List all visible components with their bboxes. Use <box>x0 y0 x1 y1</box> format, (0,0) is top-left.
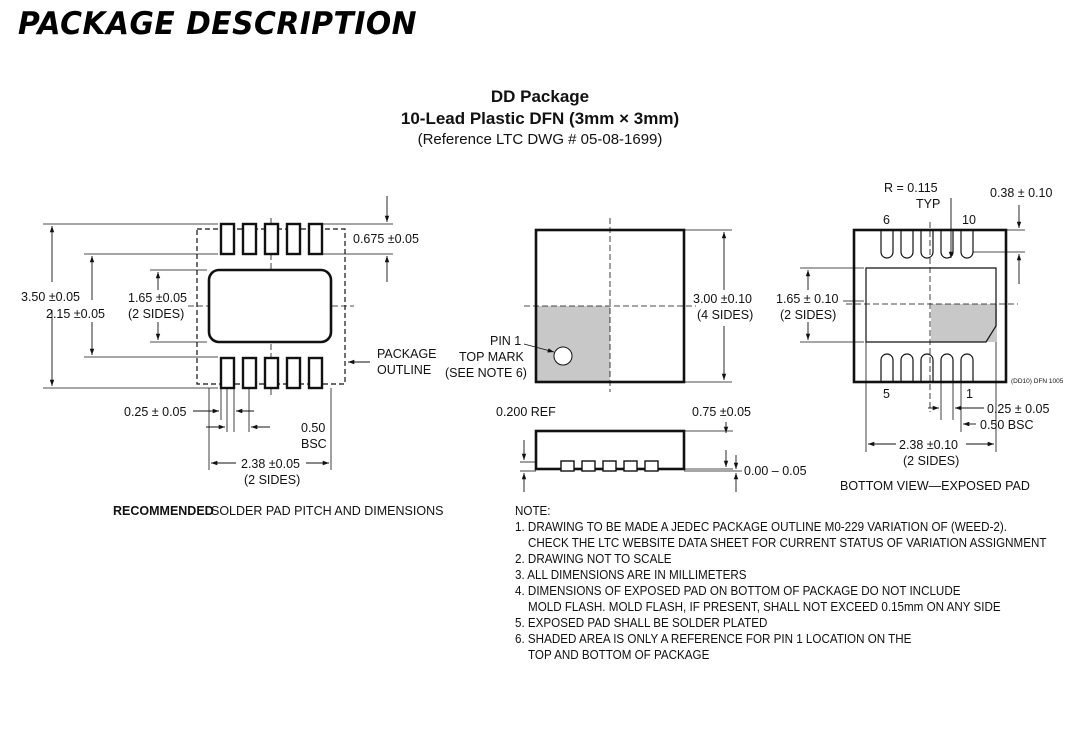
dim-height: 0.75 ±0.05 <box>692 405 751 419</box>
bottom-view-diagram <box>800 198 1025 452</box>
solder-pad <box>285 356 302 390</box>
note-line: 3. ALL DIMENSIONS ARE IN MILLIMETERS <box>515 568 747 582</box>
solder-pad <box>219 356 236 390</box>
pin1-top-mark: TOP MARK <box>459 350 524 364</box>
package-type: 10-Lead Plastic DFN (3mm × 3mm) <box>400 109 680 128</box>
solder-pad <box>263 222 280 256</box>
note-line: 4. DIMENSIONS OF EXPOSED PAD ON BOTTOM O… <box>515 584 961 598</box>
dim-standoff: 0.00 – 0.05 <box>744 464 807 478</box>
package-bottom-outline <box>852 228 1008 384</box>
thermal-pad <box>207 268 333 344</box>
dim-span: 2.38 ±0.05 <box>241 457 300 471</box>
dim-bottom-span: 2.38 ±0.10 <box>899 438 958 452</box>
pin1-mark <box>553 346 573 366</box>
dim-ref: 0.200 REF <box>496 405 556 419</box>
dim-lead-width: 0.25 ± 0.05 <box>124 405 187 419</box>
caption-recommended: RECOMMENDED <box>113 504 214 518</box>
notes: NOTE: 1. DRAWING TO BE MADE A JEDEC PACK… <box>515 503 1047 663</box>
solder-pad-labels: 3.50 ±0.05 2.15 ±0.05 1.65 ±0.05 (2 SIDE… <box>21 232 443 518</box>
solder-pad <box>241 222 258 256</box>
solder-pad <box>241 356 258 390</box>
dim-package-size: 3.00 ±0.10 <box>693 292 752 306</box>
dim-lead-length: 0.675 ±0.05 <box>353 232 419 246</box>
dim-span-sides: (2 SIDES) <box>244 473 300 487</box>
dim-pitch-bsc: BSC <box>301 437 327 451</box>
solder-pad <box>219 222 236 256</box>
dim-exposed-pad-sides: (2 SIDES) <box>780 308 836 322</box>
pin-label-10: 10 <box>962 213 976 227</box>
dim-radius-typ: TYP <box>916 197 940 211</box>
package-titles: DD Package 10-Lead Plastic DFN (3mm × 3m… <box>340 86 740 150</box>
solder-pad <box>307 222 324 256</box>
package-reference: (Reference LTC DWG # 05-08-1699) <box>417 131 663 148</box>
bottom-view-caption: BOTTOM VIEW—EXPOSED PAD <box>840 479 1030 493</box>
pin1-see-note: (SEE NOTE 6) <box>445 366 527 380</box>
exposed-pad-outline <box>865 267 997 343</box>
solder-pad <box>285 222 302 256</box>
solder-pad <box>263 356 280 390</box>
note-line: CHECK THE LTC WEBSITE DATA SHEET FOR CUR… <box>528 536 1047 550</box>
solder-pad-diagram <box>43 196 393 470</box>
drawing-ref: (DD10) DFN 1005 <box>1011 378 1064 385</box>
dim-radius: R = 0.115 <box>884 181 938 195</box>
note-line: 1. DRAWING TO BE MADE A JEDEC PACKAGE OU… <box>515 520 1008 534</box>
dim-total-height: 3.50 ±0.05 <box>21 290 80 304</box>
solder-pad <box>307 356 324 390</box>
top-view-labels: PIN 1 TOP MARK (SEE NOTE 6) 3.00 ±0.10 (… <box>445 292 753 380</box>
dim-pad-height: 1.65 ±0.05 <box>128 291 187 305</box>
pin1-shaded-area <box>536 306 610 382</box>
dim-exposed-pad: 1.65 ± 0.10 <box>776 292 839 306</box>
section-heading: PACKAGE DESCRIPTION <box>18 6 418 42</box>
dim-bottom-lead-width: 0.25 ± 0.05 <box>987 402 1050 416</box>
pin1-label: PIN 1 <box>490 334 521 348</box>
package-name: DD Package <box>490 87 590 106</box>
dim-bottom-pitch: 0.50 BSC <box>980 418 1034 432</box>
dim-pitch-value: 0.50 <box>301 421 325 435</box>
caption-solder-pad: SOLDER PAD PITCH AND DIMENSIONS <box>211 504 443 518</box>
dim-lead-pad-length: 0.38 ± 0.10 <box>990 186 1053 200</box>
note-line: MOLD FLASH. MOLD FLASH, IF PRESENT, SHAL… <box>528 600 1001 614</box>
package-outline-label-1: PACKAGE <box>377 347 437 361</box>
pin-label-1: 1 <box>966 387 973 401</box>
side-view-labels: 0.200 REF 0.75 ±0.05 0.00 – 0.05 <box>496 405 807 478</box>
pin-label-6: 6 <box>883 213 890 227</box>
note-line: 2. DRAWING NOT TO SCALE <box>515 552 672 566</box>
package-outline-label-2: OUTLINE <box>377 363 431 377</box>
dim-bottom-span-sides: (2 SIDES) <box>903 454 959 468</box>
notes-title: NOTE: <box>515 504 551 518</box>
dim-package-sides: (4 SIDES) <box>697 308 753 322</box>
note-line: TOP AND BOTTOM OF PACKAGE <box>528 648 710 662</box>
bottom-view-labels: R = 0.115 TYP 0.38 ± 0.10 6 10 5 1 1.65 … <box>776 181 1064 493</box>
note-line: 5. EXPOSED PAD SHALL BE SOLDER PLATED <box>515 616 768 630</box>
exposed-pad-shaded <box>931 304 997 342</box>
pin-label-5: 5 <box>883 387 890 401</box>
dim-inner-height: 2.15 ±0.05 <box>46 307 105 321</box>
note-line: 6. SHADED AREA IS ONLY A REFERENCE FOR P… <box>515 632 912 646</box>
dim-pad-sides: (2 SIDES) <box>128 307 184 321</box>
top-view-diagram <box>523 218 732 392</box>
side-view-diagram <box>520 422 742 492</box>
